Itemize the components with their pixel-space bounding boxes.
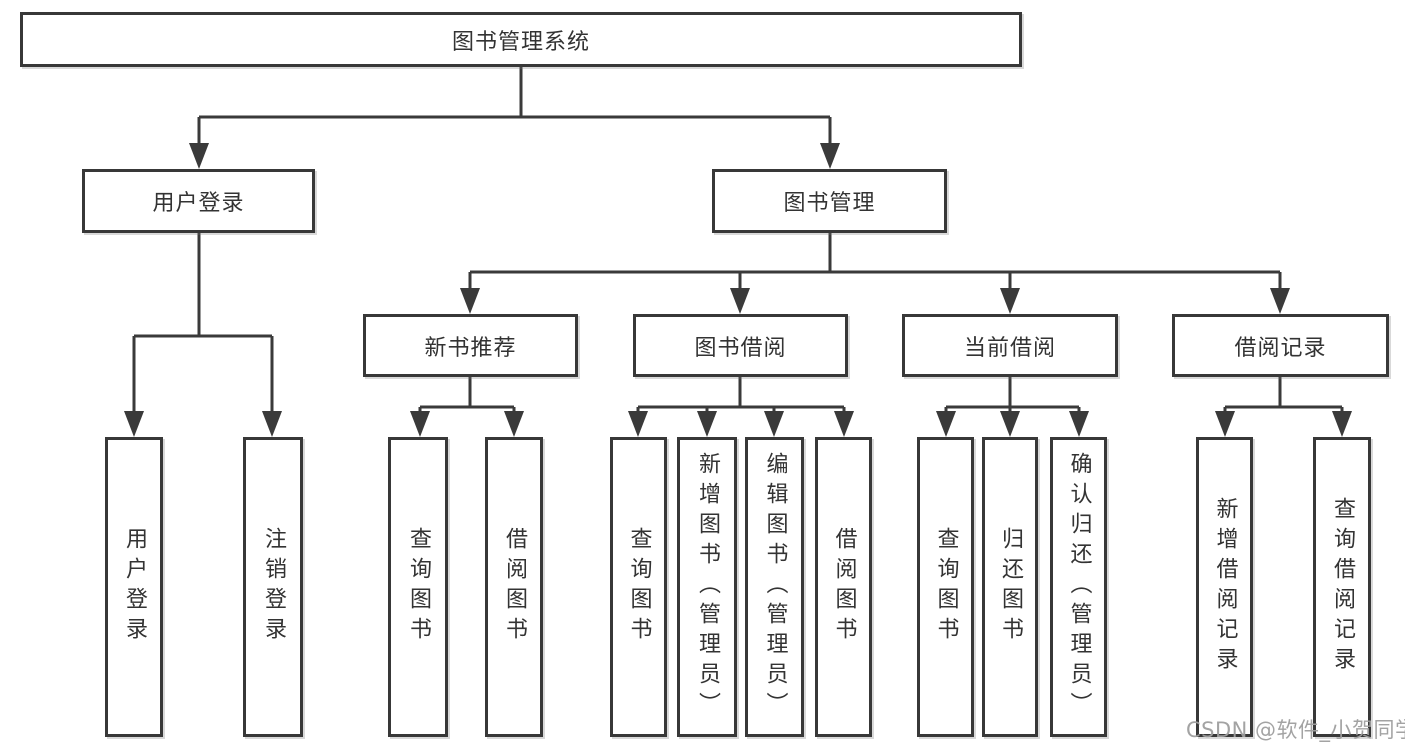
edge-root-to-level2: [189, 63, 840, 169]
leaf-query-books-1: 查询图书: [388, 437, 448, 737]
leaf-query-books-3: 查询图书: [917, 437, 974, 737]
edge-current-borrow-children: [936, 377, 1089, 437]
node-new-book-recommend: 新书推荐: [363, 314, 578, 377]
node-root-title: 图书管理系统: [20, 12, 1022, 67]
csdn-watermark: CSDN @软件_小贺同学: [1186, 718, 1405, 742]
edge-book-borrow-children: [628, 377, 854, 437]
node-current-borrowing: 当前借阅: [902, 314, 1118, 377]
leaf-user-login: 用户登录: [105, 437, 163, 737]
node-book-borrowing: 图书借阅: [633, 314, 848, 377]
node-borrowing-records: 借阅记录: [1172, 314, 1389, 377]
leaf-logout: 注销登录: [243, 437, 303, 737]
edge-book-mgmt-children: [460, 233, 1290, 314]
leaf-return-books: 归还图书: [982, 437, 1038, 737]
node-book-management-group: 图书管理: [712, 169, 947, 233]
leaf-edit-books-admin: 编辑图书（管理员）: [745, 437, 804, 737]
node-user-login-group: 用户登录: [82, 169, 315, 233]
leaf-add-books-admin: 新增图书（管理员）: [677, 437, 737, 737]
edge-user-login-children: [124, 233, 282, 437]
leaf-confirm-return-admin: 确认归还（管理员）: [1050, 437, 1107, 737]
leaf-borrow-books-2: 借阅图书: [815, 437, 872, 737]
leaf-add-borrow-record: 新增借阅记录: [1196, 437, 1253, 737]
leaf-query-borrow-record: 查询借阅记录: [1313, 437, 1371, 737]
edge-borrow-record-children: [1215, 377, 1352, 437]
leaf-borrow-books-1: 借阅图书: [485, 437, 543, 737]
leaf-query-books-2: 查询图书: [610, 437, 667, 737]
edge-new-book-rec-children: [410, 377, 524, 437]
